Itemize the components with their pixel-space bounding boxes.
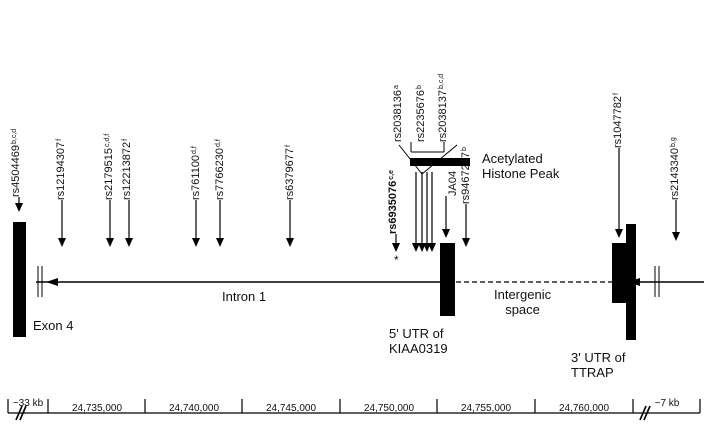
intron-direction-arrowhead [46,278,58,286]
snp-arrowhead [462,238,470,247]
snp-arrowhead [15,203,23,212]
snp-arrowhead [286,238,294,247]
snp-arrowhead [192,238,200,247]
snp-label-rs12213872: rs12213872f [121,138,133,200]
scale-tick-label: 24,760,000 [558,403,610,414]
snp-arrowhead [412,243,420,252]
snp-label-rs2143340: rs2143340b,g [669,137,681,200]
snp-label-rs4504469: rs4504469b,c,d [10,128,22,197]
scale-tick-label: 24,735,000 [71,403,123,414]
exon4-label: Exon 4 [33,318,74,333]
gene-break-left [37,266,43,297]
intergenic-space-label: Intergenic space [494,287,552,317]
snp-label-rs2038137: rs2038137b,c,d [437,73,449,142]
genomic-scale-bar [7,399,701,414]
scale-break-marks [15,405,651,421]
utr3-ttrap-box [612,243,627,303]
snp-arrowhead [392,243,400,252]
snp-arrowhead [106,238,114,247]
asterisk-marker: * [394,253,399,267]
snp-arrowhead [672,232,680,241]
snp-label-rs761100: rs761100d,f [190,146,202,200]
snp-label-rs9467247: rs9467247b [460,147,472,204]
snp-label-rs7766230: rs7766230d,f [214,139,226,200]
scale-tick-label: 24,750,000 [363,403,415,414]
snp-arrowhead [615,229,623,238]
scale-left-break-label: ~33 kb [12,398,44,409]
ttrap-exon-box [626,224,636,340]
snp-arrowhead [442,229,450,238]
utr5-kiaa0319-label: 5' UTR of KIAA0319 [389,326,448,356]
acetylated-histone-peak-label: Acetylated Histone Peak [482,151,560,181]
snp-arrows [15,148,680,252]
utr3-ttrap-label: 3' UTR of TTRAP [571,350,626,380]
acetylated-histone-peak-bar [410,158,470,166]
snp-label-rs6935076: rs6935076c,e [387,170,399,234]
snp-arrowhead [428,243,436,252]
snp-arrowhead [58,238,66,247]
scale-tick-label: 24,740,000 [168,403,220,414]
snp-label-rs2038136: rs2038136a [392,85,404,142]
scale-tick-label: 24,745,000 [265,403,317,414]
scale-tick-label: 24,755,000 [460,403,512,414]
intron1-label: Intron 1 [222,289,267,304]
snp-label-rs1047782: rs1047782f [612,93,624,148]
utr5-kiaa0319-box [440,243,455,316]
snp-cluster-bracket [398,142,458,175]
snp-label-rs6379677: rs6379677f [284,145,296,200]
gene-break-right [654,266,660,297]
snp-label-rs12194307: rs12194307f [55,138,67,200]
exon4-box [13,222,26,337]
snp-arrowhead [125,238,133,247]
scale-right-break-label: ~7 kb [654,398,680,409]
snp-label-rs2179515: rs2179515c,d,f [103,133,115,200]
snp-arrowhead [216,238,224,247]
snp-label-ja04: JA04 [447,170,459,196]
snp-label-rs2235676: rs2235676b [415,85,427,142]
